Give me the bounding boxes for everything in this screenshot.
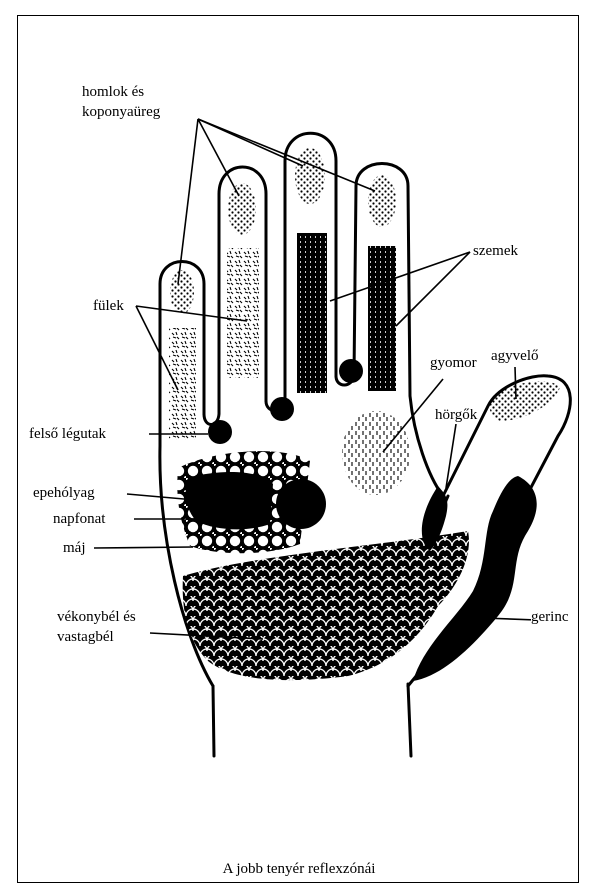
diagram-caption: A jobb tenyér reflexzónái xyxy=(18,861,579,878)
label-ears: fülek xyxy=(93,297,124,315)
hand-reflexology-diagram xyxy=(18,16,579,883)
diagram-frame: homlok és koponyaüreg szemek fülek gyomo… xyxy=(17,15,579,883)
label-intestines-line1: vékonybél és xyxy=(57,608,136,626)
label-brain: agyvelő xyxy=(491,347,538,365)
label-eyes: szemek xyxy=(473,242,518,260)
zone-solar-plexus xyxy=(276,479,326,529)
zone-brain xyxy=(489,381,560,421)
label-solar-plexus: napfonat xyxy=(53,510,105,528)
label-liver: máj xyxy=(63,539,86,557)
label-forehead-line2: koponyaüreg xyxy=(82,103,160,121)
label-intestines-line2: vastagbél xyxy=(57,628,114,646)
label-spine: gerinc xyxy=(531,608,568,626)
label-upper-airways: felső légutak xyxy=(29,425,106,443)
zone-stomach xyxy=(342,411,410,495)
label-stomach: gyomor xyxy=(430,354,477,372)
label-forehead-line1: homlok és xyxy=(82,83,144,101)
label-bronchi: hörgők xyxy=(435,406,477,424)
label-gallbladder: epehólyag xyxy=(33,484,95,502)
